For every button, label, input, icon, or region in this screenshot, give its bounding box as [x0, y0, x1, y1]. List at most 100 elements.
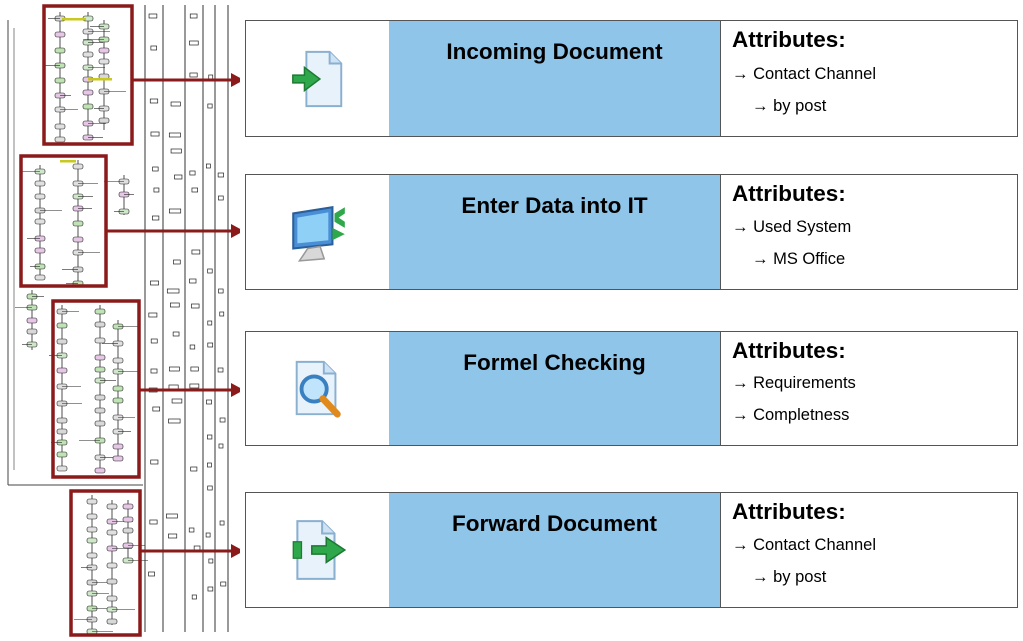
- map-document-glyph: [168, 533, 178, 539]
- map-node: [56, 428, 68, 435]
- map-node: [86, 498, 98, 505]
- map-document-glyph: [170, 101, 181, 107]
- step-card-formel-checking: Formel Checking Attributes: → Requiremen…: [245, 331, 1018, 446]
- map-node: [72, 163, 84, 170]
- step-icon-cell: [246, 175, 390, 289]
- step-attributes: Attributes: → Used System → MS Office: [720, 175, 1017, 289]
- step-title: Forward Document: [451, 511, 658, 536]
- map-node: [56, 367, 68, 374]
- map-document-glyph: [193, 545, 201, 551]
- map-document-glyph: [190, 366, 199, 372]
- attributes-heading: Attributes:: [732, 338, 846, 363]
- map-document-glyph: [148, 312, 158, 318]
- process-map-background: [7, 5, 229, 635]
- map-node: [94, 337, 106, 344]
- map-document-glyph: [166, 288, 180, 294]
- highlight-box-2: [19, 154, 108, 288]
- map-document-glyph: [219, 417, 226, 423]
- map-document-glyph: [219, 311, 225, 317]
- map-node: [34, 218, 46, 225]
- connector-arrowhead-3: [231, 383, 240, 397]
- map-node: [106, 562, 118, 569]
- map-document-glyph: [168, 384, 179, 390]
- map-document-glyph: [218, 288, 224, 294]
- step-icon-cell: [246, 21, 390, 136]
- map-highlight-bar: [88, 78, 112, 81]
- map-document-glyph: [152, 166, 159, 172]
- connector-arrowhead-1: [231, 73, 240, 87]
- map-node: [34, 193, 46, 200]
- document-import-icon: [291, 50, 342, 107]
- map-node: [112, 455, 124, 462]
- map-node: [94, 321, 106, 328]
- map-document-glyph: [150, 280, 159, 286]
- map-document-glyph: [191, 187, 198, 193]
- map-document-glyph: [191, 249, 201, 255]
- map-document-glyph: [149, 519, 158, 525]
- connector-arrows: [106, 73, 240, 558]
- map-document-glyph: [207, 485, 213, 491]
- map-document-glyph: [173, 259, 181, 265]
- map-document-glyph: [150, 368, 158, 374]
- map-document-glyph: [189, 40, 199, 46]
- map-node: [98, 47, 110, 54]
- map-highlight-bar: [62, 18, 86, 21]
- map-document-glyph: [169, 208, 182, 214]
- map-node: [26, 317, 38, 324]
- map-node: [54, 31, 66, 38]
- map-node: [122, 516, 134, 523]
- map-node: [112, 397, 124, 404]
- map-document-glyph: [189, 170, 196, 176]
- map-document-glyph: [207, 586, 214, 592]
- map-document-glyph: [208, 74, 214, 80]
- map-node: [94, 394, 106, 401]
- process-map-thumbnail: [7, 4, 240, 637]
- map-node: [82, 51, 94, 58]
- map-document-glyph: [168, 418, 181, 424]
- map-document-glyph: [190, 466, 198, 472]
- map-node: [54, 47, 66, 54]
- map-document-glyph: [188, 527, 195, 533]
- map-node: [86, 552, 98, 559]
- map-document-glyph: [206, 163, 211, 169]
- map-document-glyph: [150, 338, 158, 344]
- map-node: [56, 465, 68, 472]
- map-node: [94, 308, 106, 315]
- map-document-glyph: [189, 344, 196, 350]
- map-document-glyph: [150, 45, 157, 51]
- map-node: [112, 443, 124, 450]
- attributes-heading: Attributes:: [732, 27, 846, 52]
- map-document-glyph: [207, 103, 213, 109]
- map-node: [122, 503, 134, 510]
- document-magnifier-icon: [295, 360, 341, 418]
- step-card-enter-data: Enter Data into IT Attributes: → Used Sy…: [245, 174, 1018, 290]
- map-document-glyph: [189, 383, 200, 389]
- map-node: [106, 503, 118, 510]
- map-node: [56, 338, 68, 345]
- map-document-glyph: [150, 459, 159, 465]
- attribute-line-1: → Requirements: [732, 374, 856, 392]
- attributes-heading: Attributes:: [732, 499, 846, 524]
- step-title-cell: Incoming Document: [389, 21, 721, 136]
- step-icon-cell: [246, 332, 390, 445]
- document-export-icon: [292, 520, 346, 580]
- highlight-boxes: [19, 4, 142, 637]
- step-title: Enter Data into IT: [461, 193, 648, 218]
- map-document-glyph: [189, 72, 198, 78]
- step-card-forward-document: Forward Document Attributes: → Contact C…: [245, 492, 1018, 608]
- map-node: [72, 220, 84, 227]
- map-node: [72, 236, 84, 243]
- map-document-glyph: [168, 132, 181, 138]
- step-attributes: Attributes: → Contact Channel → by post: [720, 493, 1017, 607]
- map-document-glyph: [217, 172, 224, 178]
- map-node: [34, 247, 46, 254]
- map-node: [56, 322, 68, 329]
- connector-arrowhead-4: [231, 544, 240, 558]
- map-node: [86, 526, 98, 533]
- map-document-glyph: [207, 434, 213, 440]
- map-highlight-bar: [60, 160, 76, 163]
- map-node: [112, 357, 124, 364]
- map-document-glyph: [148, 571, 155, 577]
- map-node: [106, 618, 118, 625]
- map-node: [54, 77, 66, 84]
